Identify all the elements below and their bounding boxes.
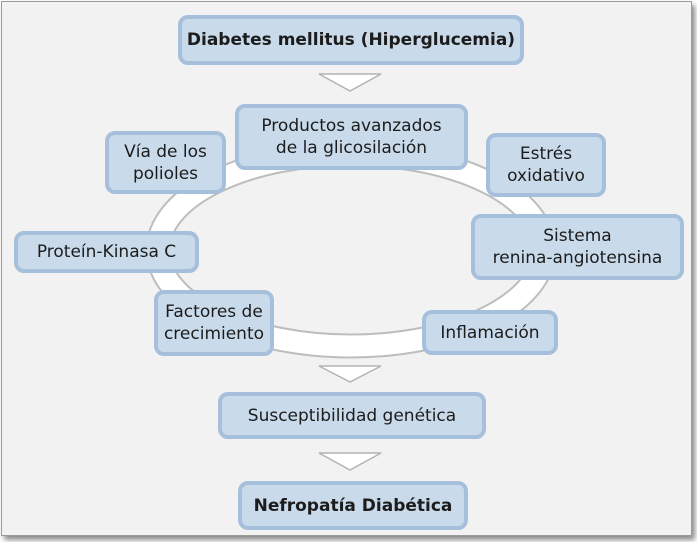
proteina-kinasa-box: Proteín-Kinasa C	[14, 231, 199, 273]
productos-avanzados-box: Productos avanzados de la glicosilación	[235, 104, 468, 170]
arrow-down-1	[318, 73, 382, 92]
factores-crecimiento-box: Factores de crecimiento	[154, 290, 274, 356]
sistema-renina-box: Sistema renina-angiotensina	[471, 214, 684, 280]
nefropatia-box: Nefropatía Diabética	[238, 481, 468, 530]
inflamacion-box: Inflamación	[422, 310, 558, 355]
via-polioles-box: Vía de los polioles	[105, 131, 226, 194]
diabetes-box: Diabetes mellitus (Hiperglucemia)	[178, 15, 524, 65]
arrow-down-2	[318, 365, 382, 383]
estres-oxidativo-box: Estrés oxidativo	[486, 133, 606, 197]
arrow-down-3	[318, 452, 382, 471]
susceptibilidad-box: Susceptibilidad genética	[218, 392, 486, 439]
